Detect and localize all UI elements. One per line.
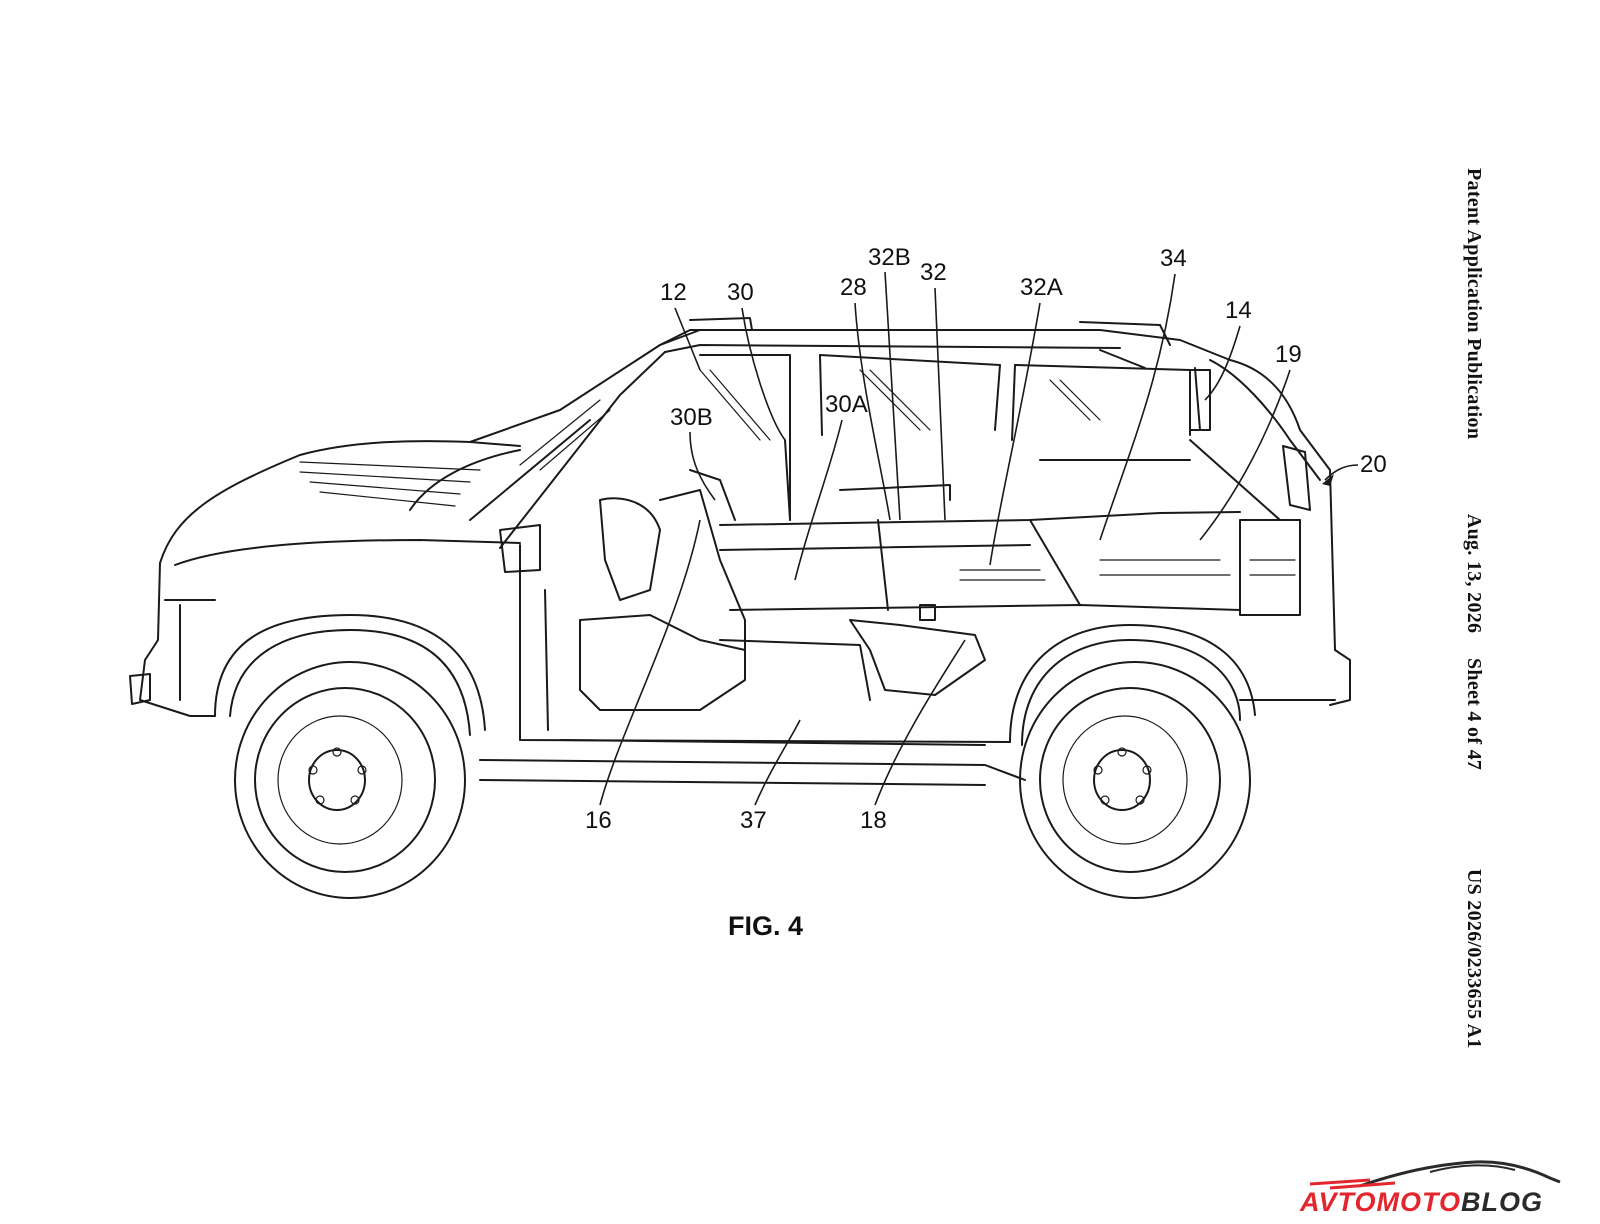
vehicle-outline bbox=[129, 317, 1351, 786]
ref-20: 20 bbox=[1360, 451, 1387, 478]
publication-type: Patent Application Publication bbox=[1463, 168, 1485, 440]
ref-12: 12 bbox=[660, 279, 687, 306]
ref-28: 28 bbox=[840, 274, 867, 301]
front-wheel bbox=[234, 661, 466, 899]
ref-30: 30 bbox=[727, 279, 754, 306]
figure-caption: FIG. 4 bbox=[728, 911, 803, 941]
ref-18: 18 bbox=[860, 807, 887, 834]
ref-32: 32 bbox=[920, 259, 947, 286]
patent-header: Patent Application Publication Aug. 13, … bbox=[1462, 168, 1485, 1049]
logo-avto: AVTO bbox=[1300, 1187, 1377, 1217]
ref-37: 37 bbox=[740, 807, 767, 834]
publication-date: Aug. 13, 2026 bbox=[1463, 513, 1485, 634]
ref-30B: 30B bbox=[670, 404, 713, 431]
avtomotoblog-logo: AVTOMOTOBLOG bbox=[1300, 1150, 1590, 1220]
ref-32A: 32A bbox=[1020, 274, 1063, 301]
ref-30A: 30A bbox=[825, 391, 868, 418]
sheet-number: Sheet 4 of 47 bbox=[1463, 657, 1485, 771]
ref-16: 16 bbox=[585, 807, 612, 834]
logo-blog: BLOG bbox=[1461, 1187, 1544, 1217]
logo-moto: MOTO bbox=[1376, 1187, 1462, 1217]
rear-wheel bbox=[1019, 661, 1251, 899]
reference-numerals: 12 30 28 32B 32 32A 34 14 19 20 30B 30A … bbox=[585, 244, 1387, 834]
ref-19: 19 bbox=[1275, 341, 1302, 368]
publication-number: US 2026/0233655 A1 bbox=[1463, 868, 1485, 1049]
car-silhouette-icon bbox=[1309, 1160, 1561, 1190]
ref-32B: 32B bbox=[868, 244, 911, 271]
ref-34: 34 bbox=[1160, 245, 1187, 272]
ref-14: 14 bbox=[1225, 297, 1252, 324]
